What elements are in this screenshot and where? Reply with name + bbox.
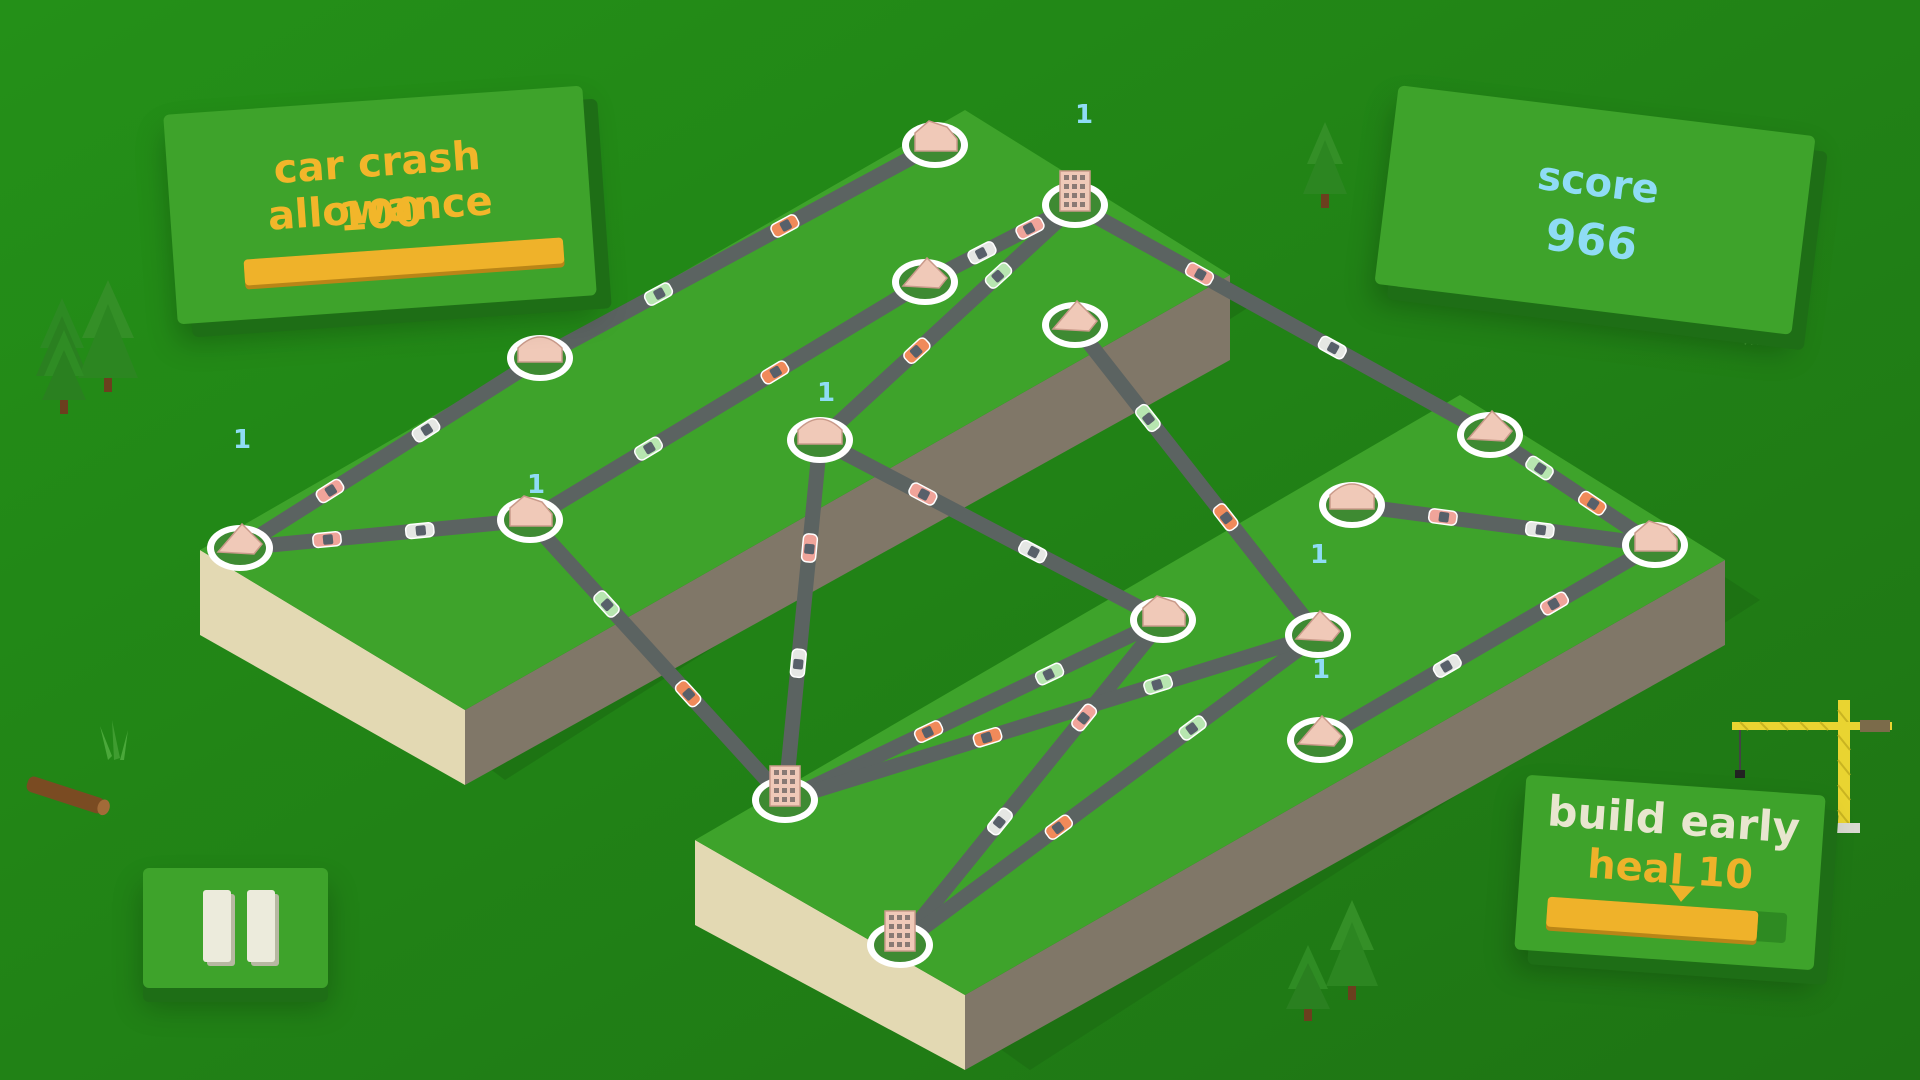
tent-building-icon[interactable] — [892, 256, 958, 305]
platform-lower — [695, 395, 1725, 1070]
car-icon — [1034, 662, 1065, 686]
pause-button[interactable] — [143, 868, 328, 988]
road-segment — [892, 612, 1171, 953]
score-popup: 1 — [1075, 100, 1094, 130]
crane-icon — [1732, 700, 1892, 833]
car-icon — [1432, 653, 1462, 678]
car-icon — [1539, 591, 1570, 616]
car-icon — [411, 417, 441, 443]
house-building-icon[interactable] — [1130, 595, 1196, 643]
road-segment — [812, 432, 1171, 628]
tree-icon — [78, 280, 138, 392]
office-building-icon[interactable] — [1042, 170, 1108, 228]
car-icon — [634, 436, 663, 461]
build-marker-icon — [1668, 884, 1696, 903]
grass-tuft — [100, 720, 128, 760]
office-building-icon[interactable] — [867, 910, 933, 968]
tent-building-icon[interactable] — [207, 522, 273, 571]
car-icon — [1015, 216, 1045, 240]
road-segment — [777, 432, 828, 808]
car-icon — [404, 522, 435, 540]
car-icon — [984, 262, 1013, 289]
car-icon — [1427, 508, 1458, 526]
car-icon — [770, 214, 800, 238]
pause-icon — [203, 890, 231, 962]
score-popup: 1 — [1312, 655, 1331, 685]
tent-building-icon[interactable] — [1285, 609, 1351, 658]
car-icon — [908, 482, 938, 506]
pause-face — [143, 868, 328, 988]
road-segment — [1067, 197, 1498, 443]
car-icon — [1184, 262, 1215, 286]
car-icon — [760, 360, 790, 385]
road-segment — [532, 137, 943, 366]
tent-building-icon[interactable] — [1457, 409, 1523, 458]
road-segment — [1482, 427, 1663, 553]
score-popup: 1 — [527, 470, 546, 500]
tent-building-icon[interactable] — [1287, 714, 1353, 763]
car-icon — [1525, 455, 1554, 481]
house-building-icon[interactable] — [1622, 520, 1688, 568]
road-segment — [232, 512, 538, 556]
car-icon — [1317, 335, 1347, 360]
build-early-button[interactable]: build early heal 10 — [1514, 774, 1826, 971]
car-icon — [1524, 520, 1555, 539]
car-icon — [674, 679, 702, 708]
platform-upper-front — [200, 550, 465, 785]
platform-lower-front — [695, 840, 965, 1070]
dome-building-icon[interactable] — [787, 417, 853, 463]
traffic — [312, 214, 1607, 840]
car-icon — [1071, 703, 1098, 732]
car-icon — [986, 807, 1013, 836]
road-segment — [1344, 497, 1663, 553]
tree-icon — [1303, 122, 1347, 208]
tree-icon — [1326, 900, 1378, 1000]
car-icon — [800, 533, 819, 563]
road-segment — [777, 627, 1326, 808]
car-icon — [1044, 814, 1074, 840]
car-icon — [1018, 539, 1048, 564]
car-icon — [643, 282, 674, 306]
road-segment — [1312, 537, 1663, 748]
dome-building-icon[interactable] — [507, 335, 573, 381]
road-segment — [812, 197, 1083, 448]
car-icon — [967, 241, 997, 265]
platform-lower-top — [695, 395, 1725, 995]
car-icon — [1143, 674, 1174, 695]
car-icon — [593, 590, 620, 618]
pause-icon — [247, 890, 275, 962]
road-segment — [232, 350, 548, 556]
car-icon — [315, 478, 345, 504]
dome-building-icon[interactable] — [1319, 482, 1385, 528]
tree-icon — [1286, 945, 1330, 1021]
car-icon — [913, 720, 944, 744]
house-building-icon[interactable] — [902, 120, 968, 168]
building-nodes — [207, 120, 1688, 968]
score-popup: 1 — [817, 378, 836, 408]
road-segment — [777, 612, 1171, 808]
car-icon — [1135, 403, 1161, 433]
road-segment — [522, 274, 933, 528]
road-segment — [522, 512, 793, 808]
office-building-icon[interactable] — [752, 765, 818, 823]
car-icon — [903, 337, 931, 365]
road-segment — [892, 627, 1326, 953]
platform-lower-side — [965, 560, 1725, 1070]
road-network — [232, 137, 1663, 953]
crash-allowance-panel: car crash allowance 100 — [163, 85, 597, 325]
car-icon — [789, 648, 807, 679]
log — [26, 776, 110, 816]
tent-building-icon[interactable] — [1042, 299, 1108, 348]
car-icon — [972, 726, 1003, 748]
car-icon — [1178, 715, 1207, 741]
house-building-icon[interactable] — [497, 495, 563, 543]
road-segment — [1067, 317, 1326, 643]
score-popup: 1 — [233, 425, 252, 455]
tree-icon — [42, 330, 86, 414]
car-icon — [1212, 503, 1239, 532]
car-icon — [1577, 490, 1607, 516]
car-icon — [312, 530, 342, 549]
score-popup: 1 — [1310, 540, 1329, 570]
